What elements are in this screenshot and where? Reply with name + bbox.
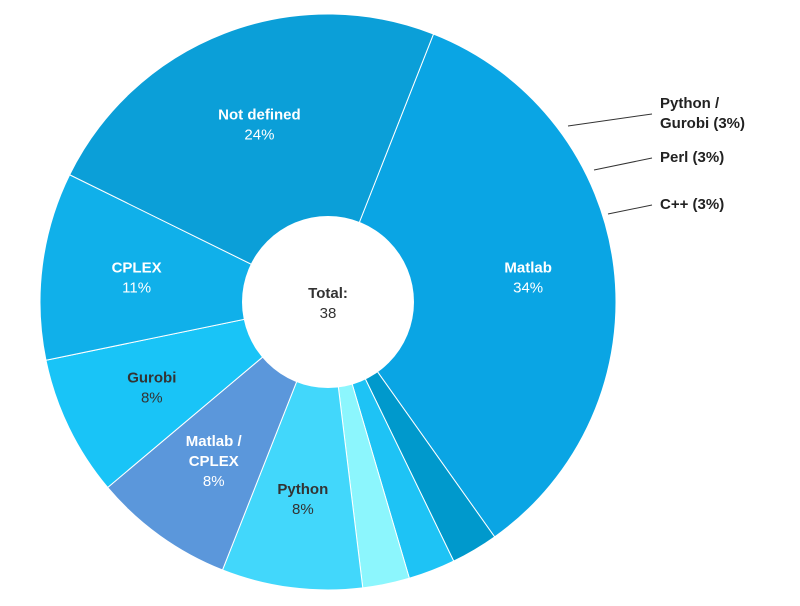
leader-line-perl: [593, 157, 653, 171]
leader-line-c: [607, 204, 653, 215]
slice-matlab-cplex: [106, 301, 329, 571]
donut-hole: [242, 216, 414, 388]
slice-label-c: C++ (3%): [660, 196, 724, 213]
slice-label-perl: Perl (3%): [660, 149, 724, 166]
slice-label-python-gurobi: Python /Gurobi (3%): [660, 95, 745, 132]
leader-lines-group: [567, 113, 653, 215]
leader-line-python-gurobi: [567, 113, 653, 127]
slice-matlab: [327, 33, 617, 538]
center-total-value: 38: [320, 305, 337, 322]
center-total-label: Total:: [308, 285, 348, 302]
